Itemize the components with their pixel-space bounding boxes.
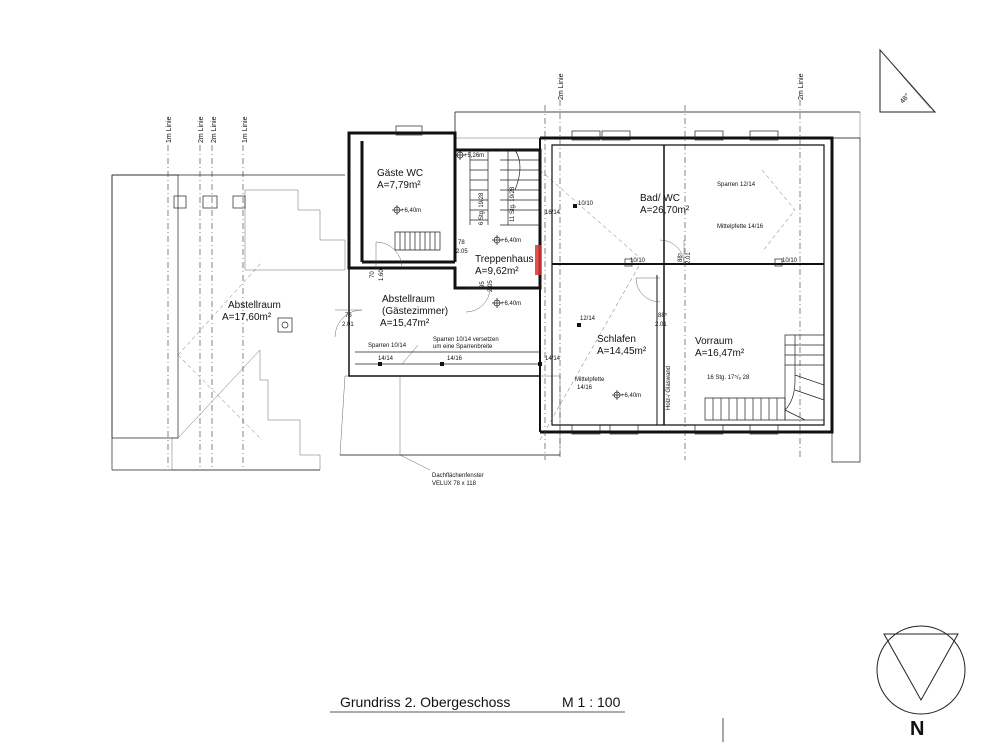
label-glaswand: Holz-/ Glaswand: [666, 366, 672, 410]
line-label-2m-a: 2m Linie: [198, 116, 205, 143]
room-name-vorraum: Vorraum: [695, 336, 733, 347]
line-label-2m-b: 2m Linie: [211, 116, 218, 143]
roof-top-right: [454, 111, 861, 150]
label-sparren-versetzt-2: um eine Sparrenbreite: [433, 344, 493, 350]
dim-885b: 88⁵: [677, 252, 684, 262]
label-sparren-1014: Sparren 10/14: [368, 343, 407, 349]
dim-205b: 2.05: [488, 280, 494, 292]
roof-lower-center: [339, 375, 561, 456]
annotation-labels: 6 Stg. 19/28 11 Stg. 19/28 16 Stg. 17⁵/₈…: [342, 92, 911, 487]
doors: [334, 239, 685, 338]
title-underline: [330, 711, 724, 742]
level-schlafen: +6,40m: [621, 393, 641, 399]
room-name-schlafen: Schlafen: [597, 334, 636, 345]
dormer-lines: [177, 169, 796, 441]
room-area-schlafen: A=14,45m²: [597, 346, 647, 357]
label-stair-16: 16 Stg. 17⁵/₈ 28: [707, 374, 750, 381]
dim-1416: 14/16: [447, 356, 463, 362]
label-velux-2: VELUX 78 x 118: [432, 481, 477, 487]
label-mittelpfette-2: 14/16: [577, 385, 593, 391]
angle-triangle: [879, 48, 937, 113]
dim-1010a: 10/10: [578, 201, 594, 207]
line-label-1m-right: 1m Linie: [242, 116, 249, 143]
dim-201c: 2.01: [686, 252, 692, 264]
dim-76: 76: [345, 313, 352, 319]
red-hatch: [535, 245, 541, 275]
label-sparren-versetzt-1: Sparren 10/14 versetzen: [433, 337, 499, 343]
grid-line-labels: 1m Linie 2m Linie 2m Linie 1m Linie 2m L…: [166, 73, 805, 143]
chimney-symbol: [277, 317, 293, 333]
walls: [347, 131, 834, 434]
room-name-bad-wc: Bad/ WC: [640, 193, 680, 204]
room-area-treppenhaus: A=9,62m²: [475, 266, 519, 277]
label-mittelpfette-1416: Mittelpfette 14/16: [717, 224, 764, 230]
staircase-upper: [394, 149, 541, 251]
drawing-scale: M 1 : 100: [562, 694, 621, 710]
room-sub-abstellraum-gaeste: (Gästezimmer): [382, 306, 448, 317]
north-label: N: [910, 718, 924, 740]
dim-78: 78: [458, 240, 465, 246]
room-name-treppenhaus: Treppenhaus: [475, 254, 534, 265]
level-top-stair: +5,26m: [464, 153, 484, 159]
label-stair-11: 11 Stg. 19/28: [510, 186, 516, 222]
label-sparren-1214: Sparren 12/14: [717, 182, 756, 188]
dim-1214: 12/14: [580, 316, 596, 322]
label-angle: 48°: [898, 92, 911, 105]
drawing-title: Grundriss 2. Obergeschoss: [340, 694, 510, 710]
room-area-vorraum: A=16,47m²: [695, 348, 745, 359]
dim-885a: 88⁵: [658, 312, 668, 319]
dim-70: 70: [370, 271, 376, 278]
room-area-gaeste-wc: A=7,79m²: [377, 180, 421, 191]
posts: [378, 204, 783, 366]
title-block: Grundriss 2. Obergeschoss M 1 : 100 N: [340, 694, 924, 740]
room-name-abstellraum-gaeste: Abstellraum: [382, 294, 435, 305]
velux-leader: [399, 376, 431, 471]
dim-1614: 16/14: [545, 210, 561, 216]
dim-160: 1.60: [379, 269, 385, 281]
staircase-lower: [704, 334, 825, 421]
level-wc: +6,40m: [401, 208, 421, 214]
north-arrow: [876, 625, 966, 715]
level-markers: [392, 150, 622, 400]
dim-1010c: 10/10: [782, 258, 798, 264]
line-label-2m-right: 2m Linie: [798, 73, 805, 100]
label-velux-1: Dachflächenfenster: [432, 473, 484, 479]
label-stair-6: 6 Stg. 19/28: [479, 192, 485, 225]
dim-95: 95: [480, 281, 486, 288]
dim-1414a: 14/14: [378, 356, 394, 362]
level-abstell: +6,40m: [501, 301, 521, 307]
room-area-abstellraum-gaeste: A=15,47m²: [380, 318, 430, 329]
dim-201: 2.01: [342, 322, 354, 328]
level-treppenhaus: +6,40m: [501, 238, 521, 244]
room-name-gaeste-wc: Gäste WC: [377, 168, 423, 179]
dim-1010b: 10/10: [630, 258, 646, 264]
windows-top: [173, 125, 779, 435]
sparren-leader: [401, 344, 419, 365]
line-label-2m-center: 2m Linie: [558, 73, 565, 100]
grid-lines: [167, 100, 801, 470]
dim-1414b: 14/14: [545, 356, 561, 362]
roof-left: [111, 174, 346, 471]
dim-201b: 2.01: [655, 322, 667, 328]
dim-205: 2.05: [456, 249, 468, 255]
room-area-bad-wc: A=26,70m²: [640, 205, 690, 216]
level-labels: +5,26m +6,40m +6,40m +6,40m +6,40m: [401, 153, 641, 399]
room-name-abstellraum: Abstellraum: [228, 300, 281, 311]
room-labels: Gäste WC A=7,79m² Treppenhaus A=9,62m² A…: [222, 168, 745, 359]
roof-right: [831, 137, 861, 463]
room-area-abstellraum: A=17,60m²: [222, 312, 272, 323]
line-label-1m-left: 1m Linie: [166, 116, 173, 143]
label-mittelpfette-1: Mittelpfette: [575, 377, 605, 383]
